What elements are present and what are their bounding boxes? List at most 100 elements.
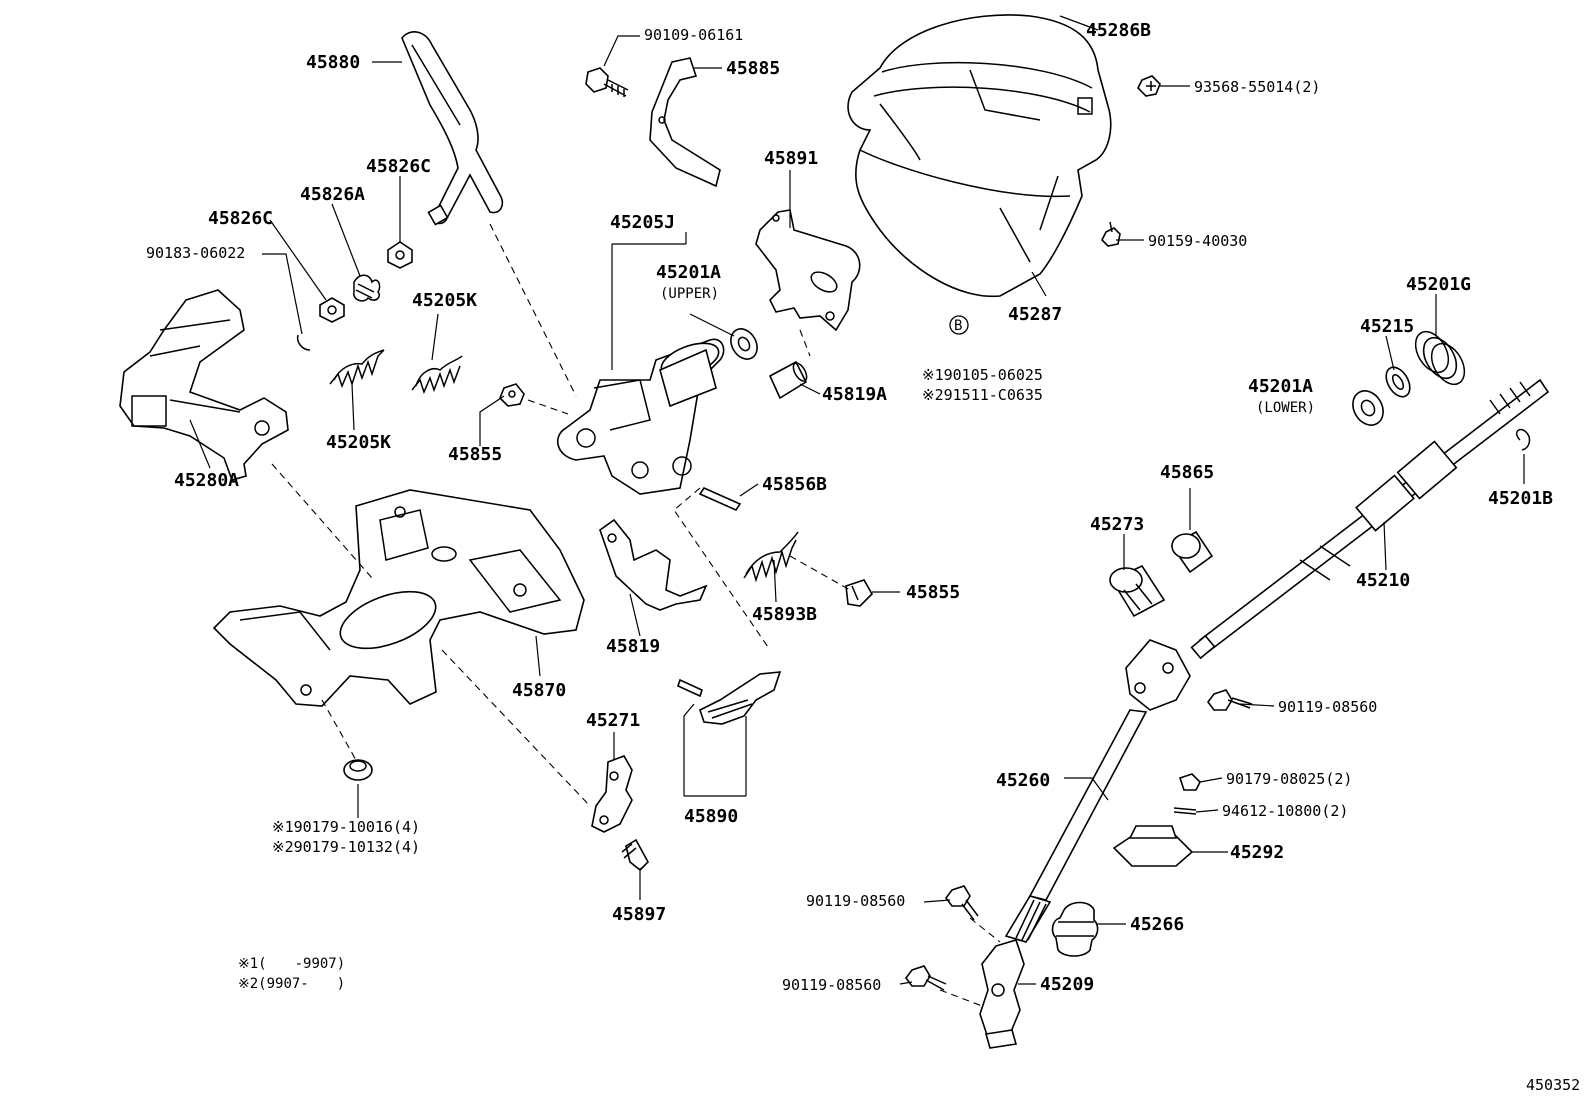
- bolt-45897-shape: [621, 838, 649, 872]
- pin-90183-06022-shape: [296, 334, 311, 351]
- tilt-bracket-45205J-shape: [556, 338, 725, 495]
- screw-93568-55014-shape: [1137, 75, 1161, 97]
- bolt-90119-08560-b-shape: [945, 885, 979, 921]
- label-45855-left: 45855: [448, 444, 502, 465]
- label-90119-08560-b: 90119-08560: [806, 892, 905, 910]
- label-45266: 45266: [1130, 914, 1184, 935]
- bolt-90119-08560-c-shape: [905, 965, 947, 991]
- bushing-45865-shape: [1170, 530, 1214, 574]
- label-45826C-top: 45826C: [366, 156, 431, 177]
- label-45210: 45210: [1356, 570, 1410, 591]
- label-45205K-top: 45205K: [412, 290, 477, 311]
- footnote-1: ※1( -9907): [238, 956, 345, 972]
- label-45209: 45209: [1040, 974, 1094, 995]
- label-45897: 45897: [612, 904, 666, 925]
- universal-joint-45209-shape: [979, 939, 1025, 1049]
- label-45880: 45880: [306, 52, 360, 73]
- lock-housing-45280A-shape: [119, 289, 289, 481]
- plate-45292-shape: [1112, 825, 1194, 867]
- spring-45201G-shape: [1414, 330, 1466, 386]
- label-45885: 45885: [726, 58, 780, 79]
- diagram-id: 450352: [1526, 1076, 1580, 1094]
- part-number-labels: 45880 90109-06161 45885 45286B 93568-550…: [146, 20, 1580, 1094]
- label-45855-right: 45855: [906, 582, 960, 603]
- footnote-2: ※2(9907- ): [238, 976, 345, 992]
- label-45826C-left: 45826C: [208, 208, 273, 229]
- intermediate-shaft-45260-shape: [1004, 639, 1191, 943]
- bracket-45891-shape: [755, 209, 861, 332]
- clip-45201B-shape: [1515, 428, 1531, 451]
- bolt-45855-right-shape: [845, 579, 873, 607]
- label-45826A: 45826A: [300, 184, 365, 205]
- label-45890: 45890: [684, 806, 738, 827]
- column-cover-upper-45286B-shape: [847, 14, 1112, 298]
- label-45856B: 45856B: [762, 474, 827, 495]
- bolt-45855-left-shape: [499, 383, 525, 407]
- label-note-190179: ※190179-10016(4): [272, 818, 420, 836]
- label-45280A: 45280A: [174, 470, 239, 491]
- label-45819: 45819: [606, 636, 660, 657]
- label-circle-b: B: [954, 318, 962, 334]
- nut-45826C-left-shape: [319, 297, 345, 323]
- label-45292: 45292: [1230, 842, 1284, 863]
- label-45870: 45870: [512, 680, 566, 701]
- label-45201A-lower: 45201A: [1248, 376, 1313, 397]
- spring-45205K-lower-shape: [329, 349, 385, 389]
- label-note-190105: ※190105-06025: [922, 366, 1043, 384]
- label-45205K-bottom: 45205K: [326, 432, 391, 453]
- label-45201B: 45201B: [1488, 488, 1553, 509]
- label-90159-40030: 90159-40030: [1148, 232, 1247, 250]
- label-45819A: 45819A: [822, 384, 887, 405]
- label-note-291511: ※291511-C0635: [922, 386, 1043, 404]
- assembly-guide-lines: [271, 223, 1001, 1007]
- column-housing-45870-shape: [212, 489, 585, 707]
- label-45205J: 45205J: [610, 212, 675, 233]
- bearing-45201A-lower-shape: [1352, 390, 1384, 426]
- spring-45893B-shape: [743, 531, 799, 583]
- label-45201A-upper: 45201A: [656, 262, 721, 283]
- label-45286B: 45286B: [1086, 20, 1151, 41]
- label-90119-08560-a: 90119-08560: [1278, 698, 1377, 716]
- label-45201G: 45201G: [1406, 274, 1471, 295]
- label-94612-10800: 94612-10800(2): [1222, 802, 1348, 820]
- label-90183-06022: 90183-06022: [146, 244, 245, 262]
- label-45273: 45273: [1090, 514, 1144, 535]
- label-90119-08560-c: 90119-08560: [782, 976, 881, 994]
- spring-45205K-upper-shape: [411, 355, 463, 395]
- label-note-290179: ※290179-10132(4): [272, 838, 420, 856]
- label-93568-55014: 93568-55014(2): [1194, 78, 1320, 96]
- sleeve-45819A-shape: [768, 360, 808, 400]
- label-45260: 45260: [996, 770, 1050, 791]
- label-upper-note: (UPPER): [660, 286, 719, 302]
- nut-190179-shape: [343, 759, 373, 781]
- tilt-lever-45880-shape: [401, 31, 504, 226]
- leader-lines: [189, 15, 1525, 985]
- bolt-90109-06161-shape: [585, 67, 629, 97]
- boot-45266-shape: [1051, 901, 1099, 957]
- nut-90179-08025-shape: [1178, 773, 1201, 791]
- main-shaft-45210-shape: [1190, 378, 1550, 660]
- label-lower-note: (LOWER): [1256, 400, 1315, 416]
- bracket-45819-shape: [599, 518, 708, 611]
- washer-94612-10800-shape: [1173, 807, 1197, 815]
- label-45287: 45287: [1008, 304, 1062, 325]
- label-45215: 45215: [1360, 316, 1414, 337]
- circle-b-marker: [949, 315, 969, 335]
- label-45891: 45891: [764, 148, 818, 169]
- bearing-45201A-upper-shape: [730, 328, 758, 360]
- screw-90159-40030-shape: [1101, 221, 1121, 247]
- lever-45890-shape: [677, 671, 782, 725]
- bushing-45273-shape: [1109, 564, 1166, 618]
- label-90179-08025: 90179-08025(2): [1226, 770, 1352, 788]
- spring-45826A-shape: [353, 274, 381, 302]
- bolt-90119-08560-a-shape: [1207, 689, 1253, 711]
- label-90109-06161: 90109-06161: [644, 26, 743, 44]
- label-45893B: 45893B: [752, 604, 817, 625]
- label-45271: 45271: [586, 710, 640, 731]
- label-45865: 45865: [1160, 462, 1214, 483]
- bracket-45885-shape: [649, 57, 721, 188]
- stopper-45271-shape: [591, 755, 633, 833]
- ring-45215-shape: [1385, 366, 1411, 398]
- nut-45826C-top-shape: [387, 241, 413, 269]
